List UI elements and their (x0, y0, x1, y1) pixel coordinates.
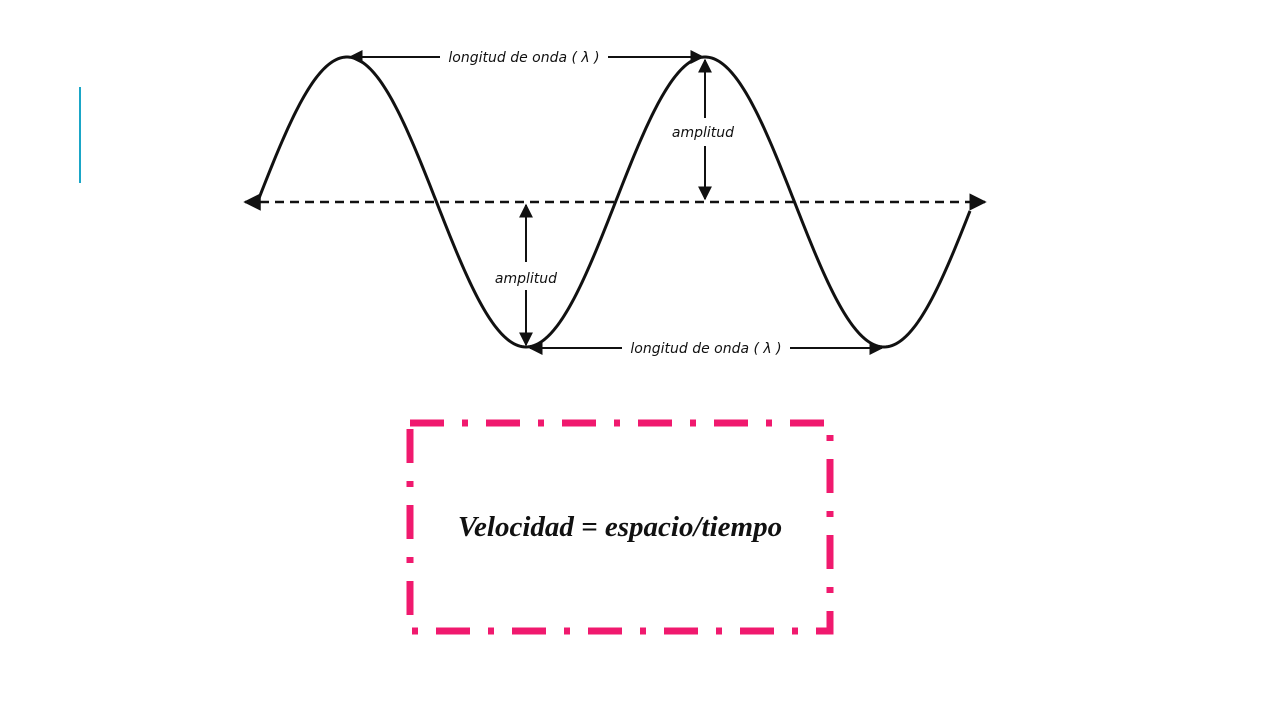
amplitude-upper-label: amplitud (672, 125, 734, 141)
wavelength-top-label: longitud de onda ( λ ) (448, 50, 599, 66)
wavelength-bottom-label: longitud de onda ( λ ) (630, 341, 781, 357)
formula-box-border (406, 419, 834, 635)
formula-box: Velocidad = espacio/tiempo (405, 418, 835, 636)
wave-diagram: longitud de onda ( λ ) longitud de onda … (243, 50, 987, 357)
formula-text: Velocidad = espacio/tiempo (457, 510, 783, 543)
accent-bar (79, 87, 81, 183)
sine-wave (256, 55, 972, 349)
amplitude-lower-label: amplitud (495, 271, 557, 287)
